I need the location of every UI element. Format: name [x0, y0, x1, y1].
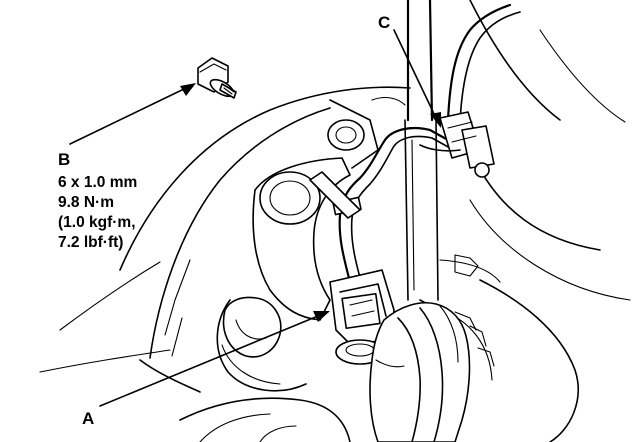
technician-hand	[369, 302, 471, 442]
steering-knuckle	[216, 96, 406, 392]
torque-kgfm-spec: (1.0 kgf·m,	[58, 214, 136, 231]
bolt-size-spec: 6 x 1.0 mm	[58, 174, 137, 191]
body-panel-right	[439, 0, 631, 442]
callout-c-letter: C	[378, 13, 390, 32]
brake-hose	[309, 126, 451, 293]
callout-b-letter: B	[58, 150, 70, 169]
leader-line-b	[69, 83, 196, 145]
leader-line-c	[393, 29, 441, 128]
callout-a-letter: A	[82, 409, 94, 428]
torque-nm-spec: 9.8 N·m	[58, 194, 114, 211]
flange-bolt-icon	[197, 57, 237, 99]
torque-lbfft-spec: 7.2 lbf·ft)	[58, 234, 123, 251]
wheel-well-outline	[39, 86, 411, 393]
hose-fitting-c	[419, 3, 521, 178]
leader-line-a	[99, 311, 330, 407]
